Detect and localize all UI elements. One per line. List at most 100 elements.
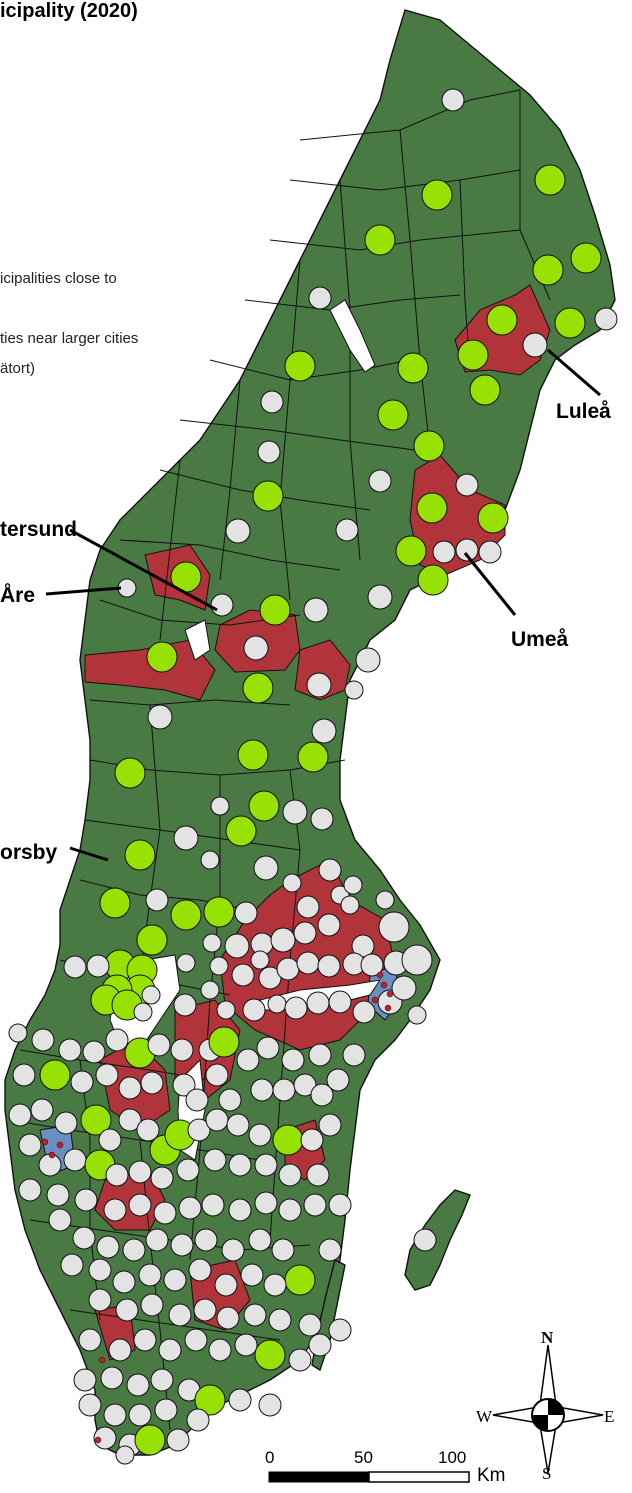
municipality-dot-37 [355, 647, 381, 673]
municipality-dot-183 [328, 1193, 352, 1217]
municipality-dot-182 [303, 1193, 327, 1217]
municipality-dot-36 [303, 597, 329, 623]
municipality-dot-190 [194, 1228, 218, 1252]
municipal-border-5 [179, 419, 416, 451]
compass-quadrant-ne [548, 1399, 564, 1415]
municipality-dot-146 [98, 1128, 122, 1152]
municipality-dot-170 [306, 1163, 330, 1187]
municipality-dot-167 [228, 1153, 252, 1177]
municipality-dot-225 [308, 1333, 332, 1357]
municipality-dot-107 [328, 990, 352, 1014]
label-ostersund: tersund [0, 518, 78, 541]
municipality-dot-62 [203, 896, 235, 928]
compass-south-label: S [542, 1464, 552, 1483]
metro-marker-5 [41, 1138, 49, 1146]
municipality-dot-72 [202, 933, 222, 953]
municipality-dot-111 [407, 1005, 427, 1025]
municipality-dot-70 [293, 921, 317, 945]
municipality-dot-164 [150, 1166, 174, 1190]
municipality-dot-132 [140, 1071, 164, 1095]
municipality-dot-26 [395, 535, 427, 567]
municipality-dot-242 [166, 1428, 190, 1452]
municipality-dot-219 [158, 1338, 182, 1362]
municipality-dot-220 [184, 1328, 208, 1352]
municipality-dot-75 [340, 895, 360, 915]
municipal-border-4 [209, 359, 411, 381]
municipality-dot-127 [12, 1063, 36, 1087]
municipality-dot-148 [136, 1118, 160, 1142]
municipality-dot-160 [63, 1148, 87, 1172]
municipality-dot-186 [96, 1235, 120, 1259]
municipality-dot-1 [421, 179, 453, 211]
municipality-dot-134 [185, 1088, 209, 1112]
municipality-dot-2 [534, 164, 566, 196]
municipality-dot-118 [147, 1033, 171, 1057]
municipality-dot-61 [170, 899, 202, 931]
municipality-dot-103 [242, 998, 266, 1022]
municipality-dot-5 [532, 254, 564, 286]
municipality-dot-73 [224, 933, 250, 959]
municipality-dot-41 [306, 672, 332, 698]
municipality-dot-52 [225, 815, 257, 847]
municipality-dot-53 [173, 825, 199, 851]
municipality-dot-145 [80, 1104, 112, 1136]
municipality-dot-29 [478, 540, 502, 564]
municipal-border-20 [399, 129, 431, 451]
municipality-dot-141 [326, 1068, 350, 1092]
municipality-dot-115 [82, 1040, 106, 1064]
municipality-dot-165 [176, 1158, 200, 1182]
municipality-dot-21 [252, 480, 284, 512]
municipality-dot-126 [342, 1043, 366, 1067]
map-title: icipality (2020) [0, 0, 138, 22]
municipality-dot-152 [205, 1108, 229, 1132]
municipality-dot-91 [401, 944, 433, 976]
municipality-dot-214 [298, 1313, 322, 1337]
municipality-dot-177 [178, 1196, 202, 1220]
municipality-dot-139 [293, 1073, 317, 1097]
municipality-dot-108 [352, 1000, 376, 1024]
municipality-dot-202 [188, 1258, 212, 1282]
municipality-dot-12 [469, 374, 501, 406]
municipal-border-22 [279, 259, 301, 601]
municipality-dot-154 [248, 1123, 272, 1147]
municipality-dot-125 [308, 1043, 332, 1067]
municipality-dot-63 [234, 901, 258, 925]
municipality-dot-224 [288, 1348, 312, 1372]
municipality-dot-138 [272, 1078, 296, 1102]
municipality-dot-100 [173, 993, 197, 1017]
municipality-dot-200 [138, 1263, 162, 1287]
legend-line-1: icipalities close to [0, 270, 117, 287]
municipality-dot-180 [254, 1191, 278, 1215]
municipality-dot-162 [105, 1163, 129, 1187]
scale-label-100: 100 [438, 1448, 467, 1467]
municipality-dot-216 [78, 1328, 102, 1352]
municipality-dot-168 [254, 1153, 278, 1177]
scale-bar-white [368, 1471, 470, 1483]
municipality-dot-123 [256, 1036, 280, 1060]
leader-line-0 [547, 348, 601, 397]
municipality-dot-102 [216, 1000, 236, 1020]
label-torsby: orsby [0, 841, 58, 864]
metro-marker-2 [386, 990, 394, 998]
municipal-border-7 [119, 539, 341, 571]
municipality-dot-71 [378, 911, 410, 943]
municipality-dot-66 [343, 875, 363, 895]
municipality-dot-45 [237, 739, 269, 771]
lake-north [329, 299, 376, 373]
municipality-dot-105 [284, 996, 308, 1020]
gotland-island [404, 1189, 471, 1291]
municipality-dot-57 [145, 888, 169, 912]
metro-marker-4 [384, 1004, 392, 1012]
municipality-dot-28 [455, 538, 479, 562]
municipality-dot-210 [193, 1298, 217, 1322]
lake-storsjon [184, 619, 211, 661]
municipality-dot-85 [276, 957, 300, 981]
municipality-dot-43 [147, 704, 173, 730]
municipality-dot-58 [318, 858, 342, 882]
metro-marker-6 [48, 1151, 56, 1159]
municipality-dot-218 [133, 1328, 157, 1352]
municipal-border-23 [219, 379, 241, 581]
municipality-dot-112 [8, 1023, 28, 1043]
municipality-dot-151 [187, 1118, 211, 1142]
